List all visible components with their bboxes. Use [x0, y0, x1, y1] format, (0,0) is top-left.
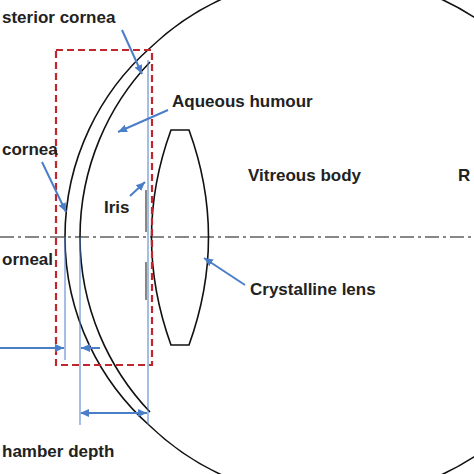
- extension-line: [65, 237, 66, 360]
- leader-arrow: [204, 258, 245, 285]
- part-label: Aqueous humour: [172, 92, 313, 112]
- extension-line: [148, 60, 149, 425]
- leader-arrow: [130, 182, 145, 196]
- dimension-label: hamber depth: [2, 442, 114, 462]
- extension-line: [80, 237, 81, 425]
- posterior-cornea: [80, 62, 150, 412]
- dimension-arrow: [0, 347, 64, 349]
- leader-arrow: [118, 110, 168, 132]
- part-label: R: [458, 166, 470, 186]
- leader-arrow: [42, 162, 66, 212]
- leader-arrow: [122, 30, 142, 74]
- dimension-arrow: [81, 412, 147, 414]
- iris-mark: [146, 190, 147, 232]
- dimension-arrow: [81, 347, 100, 349]
- iris-mark: [146, 262, 147, 300]
- part-label: sterior cornea: [2, 8, 115, 28]
- optical-axis: [0, 236, 474, 237]
- part-label: Vitreous body: [248, 166, 361, 186]
- dimension-label: orneal: [2, 250, 53, 270]
- part-label: Iris: [104, 198, 130, 218]
- part-label: Crystalline lens: [250, 280, 376, 300]
- part-label: cornea: [2, 140, 58, 160]
- region-box: [56, 50, 152, 365]
